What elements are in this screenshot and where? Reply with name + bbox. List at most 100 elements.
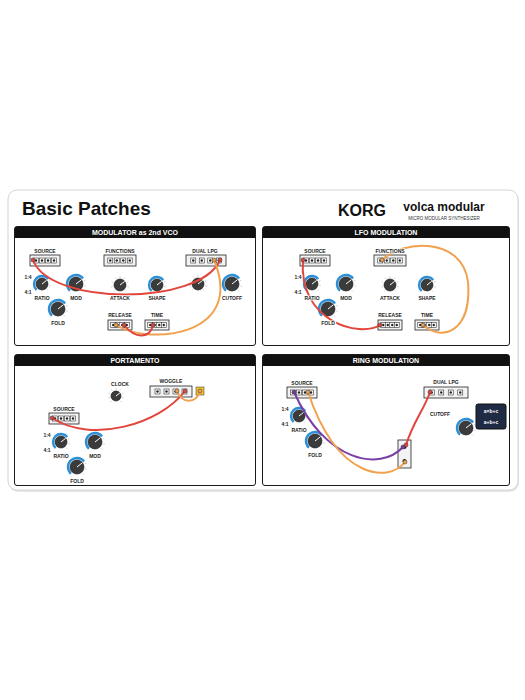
knob-pointer bbox=[232, 280, 237, 284]
jack bbox=[458, 390, 463, 395]
jack-hole bbox=[450, 391, 452, 393]
module-box bbox=[424, 387, 468, 398]
jack-hole bbox=[433, 324, 435, 326]
knob-tick bbox=[122, 393, 123, 395]
module-label: 1:4 bbox=[280, 407, 289, 412]
jack-hole bbox=[391, 324, 393, 326]
knob-tick bbox=[384, 291, 385, 292]
module-label: RELEASE bbox=[377, 313, 403, 318]
jack-hole bbox=[129, 259, 131, 261]
knob-tick bbox=[116, 388, 117, 390]
knob-tick bbox=[384, 278, 386, 279]
knob-body bbox=[55, 436, 67, 448]
knob-tick bbox=[397, 286, 398, 287]
knob-tick bbox=[68, 438, 69, 440]
knob-tick bbox=[336, 310, 337, 311]
module-label: MOD bbox=[69, 296, 83, 301]
knob-body bbox=[459, 421, 473, 435]
patch-panel: RING MODULATION bbox=[262, 354, 510, 486]
knob-tick bbox=[238, 290, 239, 291]
patch-panel: PORTAMENTO bbox=[14, 354, 256, 486]
jack bbox=[191, 258, 196, 263]
patch-panel: LFO MODULATION bbox=[262, 226, 510, 346]
module-label: 4:1 bbox=[42, 448, 51, 453]
knob-tick bbox=[395, 291, 396, 292]
knob-tick bbox=[321, 447, 322, 448]
module-label: FUNCTIONS bbox=[104, 249, 135, 254]
panel-heading: LFO MODULATION bbox=[263, 227, 509, 238]
module-box bbox=[300, 255, 330, 266]
cable-plug bbox=[212, 258, 216, 262]
module-label: ATTACK bbox=[379, 296, 401, 301]
jack bbox=[397, 258, 402, 263]
knob-tick bbox=[205, 285, 206, 286]
patch-cable bbox=[177, 391, 200, 401]
patch-cable bbox=[303, 260, 380, 329]
knob-tick bbox=[47, 290, 48, 291]
module-label: a+b+c bbox=[483, 420, 499, 425]
knob bbox=[48, 299, 68, 317]
knob-tick bbox=[319, 280, 320, 282]
knob-tick bbox=[49, 280, 50, 282]
patch-cable bbox=[124, 325, 153, 336]
knob-tick bbox=[114, 291, 115, 292]
knob-arc bbox=[222, 274, 240, 292]
knob-tick bbox=[354, 285, 355, 286]
brand-text: volca modular bbox=[402, 201, 485, 213]
module-label: MOD bbox=[339, 296, 353, 301]
module-frame bbox=[150, 386, 192, 397]
module-label: FOLD bbox=[307, 453, 323, 458]
jack bbox=[40, 258, 45, 263]
module-label: SOURCE bbox=[52, 407, 75, 412]
knob-pointer bbox=[116, 393, 120, 396]
module-label: 1:4 bbox=[42, 433, 51, 438]
brand-text: KORG bbox=[337, 203, 387, 219]
jack bbox=[161, 323, 166, 328]
knob-tick bbox=[198, 275, 199, 277]
jack-hole bbox=[298, 391, 300, 393]
knob-tick bbox=[240, 285, 241, 286]
knob-arc bbox=[148, 276, 164, 292]
jack bbox=[121, 258, 126, 263]
knob-tick bbox=[164, 286, 165, 287]
knob-tick bbox=[390, 276, 391, 278]
jack bbox=[199, 258, 204, 263]
module-label: FUNCTIONS bbox=[374, 249, 405, 254]
knob-pointer bbox=[427, 281, 432, 285]
jack bbox=[316, 258, 321, 263]
knob-pointer bbox=[77, 463, 82, 467]
knob-arc bbox=[336, 274, 354, 292]
knob-body bbox=[36, 278, 48, 290]
knob-pointer bbox=[42, 280, 47, 284]
module-label: RATIO bbox=[33, 296, 50, 301]
knob-tick bbox=[84, 285, 85, 286]
module-label: RATIO bbox=[303, 296, 320, 301]
knob-pointer bbox=[61, 438, 66, 442]
knob-tick bbox=[240, 280, 241, 282]
knob-pointer bbox=[299, 412, 304, 416]
module-box bbox=[186, 255, 226, 266]
jack-column bbox=[398, 440, 411, 468]
knob-body bbox=[88, 435, 102, 449]
jack bbox=[65, 416, 70, 421]
knob bbox=[381, 276, 399, 292]
cable-plug bbox=[31, 258, 35, 262]
jack bbox=[108, 258, 113, 263]
jack-hole bbox=[399, 259, 401, 261]
patch-panel: MODULATOR as 2nd VCO bbox=[14, 226, 256, 346]
knob-tick bbox=[103, 438, 104, 440]
module-frame bbox=[287, 387, 317, 398]
jack-hole bbox=[60, 417, 62, 419]
jack-hole bbox=[156, 390, 158, 392]
knob-tick bbox=[336, 305, 337, 307]
jack bbox=[384, 258, 389, 263]
jack-hole bbox=[386, 259, 388, 261]
knob-arc bbox=[52, 433, 68, 449]
module-frame bbox=[374, 255, 406, 266]
jack-hole bbox=[163, 324, 165, 326]
knob-tick bbox=[68, 443, 69, 444]
knob-tick bbox=[127, 281, 128, 283]
module-frame bbox=[378, 320, 402, 330]
knob-tick bbox=[192, 277, 194, 278]
